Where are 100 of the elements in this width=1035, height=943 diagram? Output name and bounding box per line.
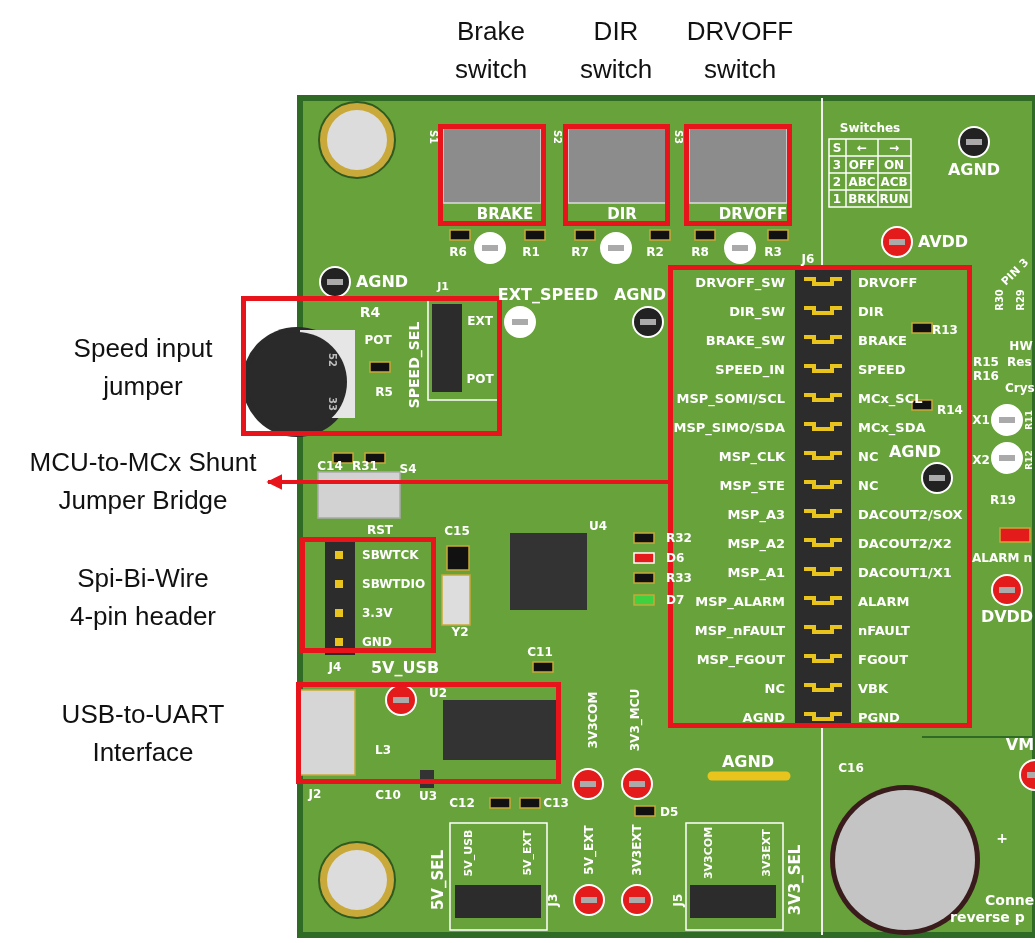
silkscreen-label: 3 <box>832 159 842 171</box>
silkscreen-label: 3V3EXT <box>760 829 772 877</box>
silkscreen-label: MCx_SDA <box>858 420 926 434</box>
callout-label: DIR switch <box>578 15 654 86</box>
silkscreen-label: DIR <box>607 206 637 222</box>
silkscreen-label: 1 <box>832 193 842 205</box>
silkscreen-label: X2 <box>972 454 990 466</box>
highlight-box <box>438 124 546 226</box>
silkscreen-label: R6 <box>449 246 467 258</box>
silkscreen-label: 5V_SEL <box>430 849 446 911</box>
silkscreen-label: J5 <box>672 893 684 907</box>
silkscreen-label: ACB <box>880 176 908 188</box>
silkscreen-label: SPEED <box>858 362 906 376</box>
silkscreen-label: MCx_SCL <box>858 391 923 405</box>
silkscreen-label: SPEED_SEL <box>407 321 421 409</box>
silkscreen-label: D5 <box>660 806 679 818</box>
highlight-box <box>296 682 561 784</box>
silkscreen-label: 3.3V <box>362 607 393 619</box>
silkscreen-label: EXT_SPEED <box>497 287 599 303</box>
silkscreen-label: C13 <box>543 797 569 809</box>
silkscreen-label: R1 <box>522 246 540 258</box>
silkscreen-label: S1 <box>428 129 438 145</box>
silkscreen-label: 52 <box>327 353 337 367</box>
silkscreen-label: S3 <box>673 129 683 145</box>
silkscreen-label: Conne <box>985 893 1035 907</box>
callout-label: Speed input jumper <box>72 332 214 403</box>
silkscreen-label: ALARM <box>858 594 910 608</box>
silkscreen-label: BRK <box>848 193 876 205</box>
silkscreen-label: reverse p <box>950 910 1025 924</box>
silkscreen-label: AGND <box>355 274 409 290</box>
silkscreen-label: C16 <box>838 762 864 774</box>
silkscreen-label: AGND <box>888 444 942 460</box>
silkscreen-label: VBK <box>858 681 889 695</box>
silkscreen-label: nFAULT <box>858 623 910 637</box>
silkscreen-label: MSP_SOMI/SCL <box>676 391 785 405</box>
silkscreen-label: J4 <box>328 661 342 673</box>
silkscreen-label: NC <box>858 478 879 492</box>
callout-label: Brake switch <box>453 15 529 86</box>
highlight-box <box>684 124 792 226</box>
silkscreen-label: C12 <box>449 797 475 809</box>
silkscreen-label: 5V_USB <box>370 660 440 676</box>
silkscreen-label: 3V3EXT <box>631 824 643 876</box>
silkscreen-label: U4 <box>588 520 608 532</box>
silkscreen-label: 3V3_SEL <box>787 844 803 916</box>
silkscreen-label: OFF <box>848 159 876 171</box>
silkscreen-label: MSP_nFAULT <box>694 623 785 637</box>
silkscreen-label: BRAKE <box>858 333 907 347</box>
silkscreen-label: RUN <box>879 193 909 205</box>
silkscreen-label: DRVOFF_SW <box>695 275 785 289</box>
silkscreen-label: DACOUT1/X1 <box>858 565 952 579</box>
highlight-box <box>668 265 972 728</box>
silkscreen-label: ON <box>883 159 905 171</box>
silkscreen-label: EXT <box>467 315 493 327</box>
silkscreen-label: R7 <box>571 246 589 258</box>
silkscreen-label: POT <box>466 373 494 385</box>
silkscreen-label: NC <box>764 681 785 695</box>
silkscreen-label: R19 <box>990 494 1016 506</box>
highlight-box <box>563 124 670 226</box>
silkscreen-label: R3 <box>764 246 782 258</box>
silkscreen-label: 3V3_MCU <box>629 688 641 752</box>
highlight-box <box>300 537 436 653</box>
silkscreen-label: J3 <box>547 893 559 907</box>
silkscreen-label: HW <box>1009 340 1033 352</box>
callout-label: MCU-to-MCx Shunt Jumper Bridge <box>18 443 268 519</box>
silkscreen-label: + <box>996 831 1008 845</box>
silkscreen-label: GND <box>362 636 392 648</box>
silkscreen-label: R29 <box>1016 289 1026 311</box>
silkscreen-label: S2 <box>552 129 562 145</box>
silkscreen-label: SBWTDIO <box>362 578 426 590</box>
silkscreen-label: DIR <box>858 304 884 318</box>
silkscreen-label: 3V3COM <box>702 826 714 880</box>
callout-label: Spi-Bi-Wire 4-pin header <box>69 562 217 633</box>
silkscreen-label: R12 <box>1024 450 1034 470</box>
silkscreen-label: ALARM n <box>972 552 1033 564</box>
arrow <box>266 474 668 490</box>
silkscreen-label: R11 <box>1024 410 1034 430</box>
silkscreen-label: POT <box>364 334 392 346</box>
silkscreen-label: R4 <box>359 305 381 319</box>
silkscreen-label: VM <box>1005 737 1035 753</box>
silkscreen-label: AGND <box>721 754 775 770</box>
silkscreen-label: MSP_SIMO/SDA <box>673 420 785 434</box>
silkscreen-label: C11 <box>527 646 553 658</box>
silkscreen-label: R13 <box>932 324 958 336</box>
silkscreen-label: R30 <box>995 289 1005 311</box>
silkscreen-label: DRVOFF <box>858 275 918 289</box>
silkscreen-label: MSP_A1 <box>727 565 785 579</box>
silkscreen-label: L3 <box>375 744 391 756</box>
silkscreen-label: SBWTCK <box>362 549 419 561</box>
silkscreen-label: SPEED_IN <box>715 362 785 376</box>
silkscreen-label: Crys <box>1005 382 1035 394</box>
silkscreen-label: MSP_ALARM <box>695 594 785 608</box>
silkscreen-label: DACOUT2/SOX <box>858 507 963 521</box>
silkscreen-label: R2 <box>646 246 664 258</box>
silkscreen-label: DACOUT2/X2 <box>858 536 952 550</box>
silkscreen-label: R8 <box>691 246 709 258</box>
silkscreen-label: Y2 <box>451 626 469 638</box>
silkscreen-label: AGND <box>947 162 1001 178</box>
silkscreen-label: AGND <box>742 710 785 724</box>
silkscreen-label: FGOUT <box>858 652 909 666</box>
silkscreen-label: S <box>832 142 842 154</box>
